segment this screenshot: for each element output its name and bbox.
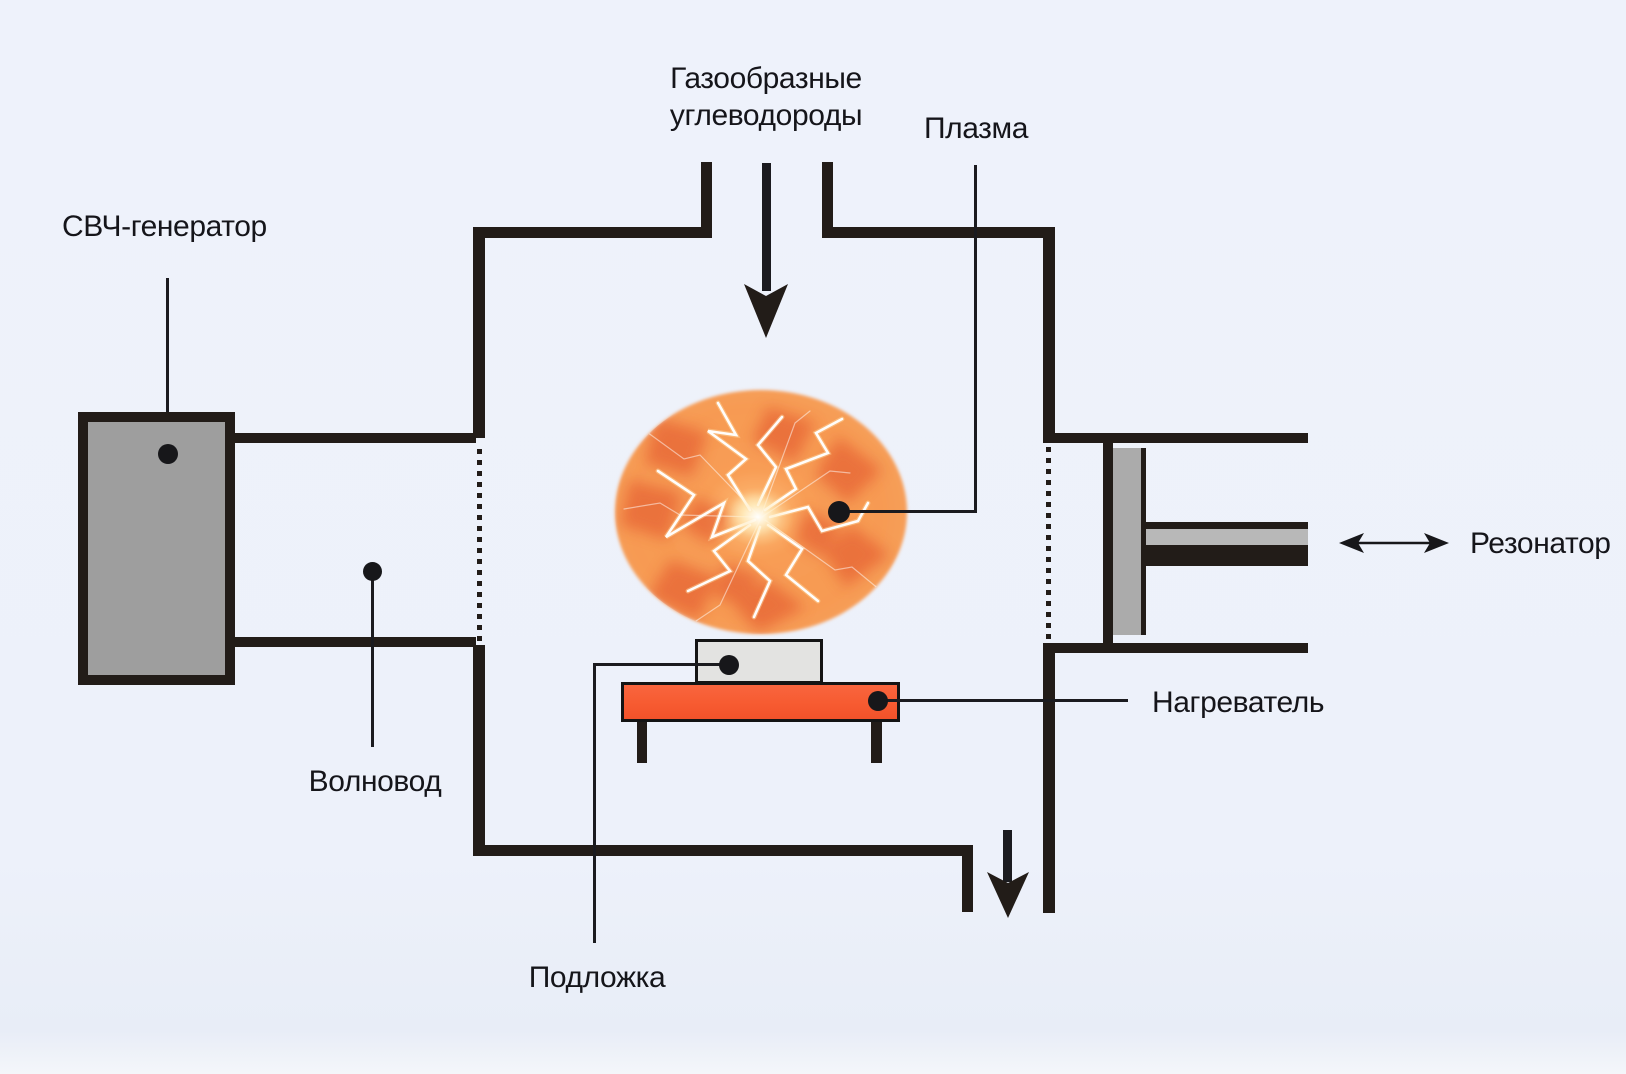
- plunger-left-bar: [1103, 440, 1113, 645]
- chamber-wall-left-lower: [473, 645, 485, 856]
- gas-outlet-arrow-shaft: [1003, 830, 1012, 882]
- plasma-leader-dot: [828, 501, 850, 523]
- chamber-wall-right-lower: [1043, 648, 1055, 913]
- inlet-pipe-left-wall: [701, 162, 712, 238]
- heater-leader-line: [877, 699, 1128, 702]
- heater-label: Нагреватель: [1152, 686, 1325, 719]
- heater-leader-dot: [868, 691, 888, 711]
- plasma-ball: [615, 390, 907, 634]
- waveguide-leader-dot: [363, 562, 382, 581]
- waveguide-leader-line: [371, 572, 374, 747]
- waveguide-label: Волновод: [308, 765, 442, 798]
- heater-bar: [621, 682, 900, 722]
- waveguide-top-line: [230, 433, 476, 443]
- plunger-rod-gray: [1146, 529, 1308, 545]
- gas-inlet-arrow-icon: [744, 284, 788, 338]
- plunger-right-bar: [1141, 448, 1146, 635]
- gas-inlet-label-line2: углеводороды: [669, 99, 863, 132]
- substrate-block: [695, 639, 823, 684]
- substrate-leader-dot: [719, 655, 739, 675]
- resonator-top-wall: [1043, 433, 1308, 443]
- substrate-leader-line-vertical: [593, 663, 596, 943]
- waveguide-window-dotted-line: [477, 449, 482, 655]
- substrate-leader-line-horizontal: [594, 663, 729, 666]
- plasma-lightning: [623, 400, 881, 622]
- generator-box: [78, 412, 235, 685]
- substrate-label: Подложка: [528, 961, 666, 994]
- resonator-window-dotted-line: [1046, 447, 1051, 642]
- waveguide-bottom-line: [230, 637, 476, 647]
- chamber-wall-bottom: [473, 845, 973, 856]
- plunger-rod-top-line: [1146, 522, 1308, 529]
- resonator-tuning-arrow-icon: [1339, 533, 1449, 553]
- chamber-wall-right-upper: [1043, 227, 1055, 433]
- plunger-plate: [1113, 448, 1141, 635]
- heater-right-leg: [871, 722, 882, 763]
- generator-leader-line: [166, 278, 169, 454]
- outlet-pipe-left-wall: [962, 845, 973, 912]
- heater-left-leg: [637, 722, 647, 763]
- gas-inlet-label-line1: Газообразные: [670, 62, 862, 95]
- chamber-wall-left-upper: [473, 227, 485, 438]
- plunger-rod-black: [1146, 545, 1308, 566]
- chamber-wall-top-right: [823, 227, 1054, 238]
- gas-inlet-arrow-shaft: [762, 163, 771, 291]
- chamber-wall-top-left: [473, 227, 712, 238]
- generator-leader-dot: [158, 444, 178, 464]
- resonator-label: Резонатор: [1470, 527, 1611, 560]
- gas-inlet-label: Газообразные углеводороды: [620, 60, 912, 134]
- gas-outlet-arrow-icon: [987, 872, 1029, 918]
- plasma-leader-line-vertical: [974, 165, 977, 513]
- generator-label: СВЧ-генератор: [62, 210, 267, 243]
- resonator-bottom-wall: [1043, 643, 1308, 653]
- plasma-label: Плазма: [923, 112, 1029, 145]
- inlet-pipe-right-wall: [822, 162, 833, 238]
- plasma-leader-line-horizontal: [839, 510, 976, 513]
